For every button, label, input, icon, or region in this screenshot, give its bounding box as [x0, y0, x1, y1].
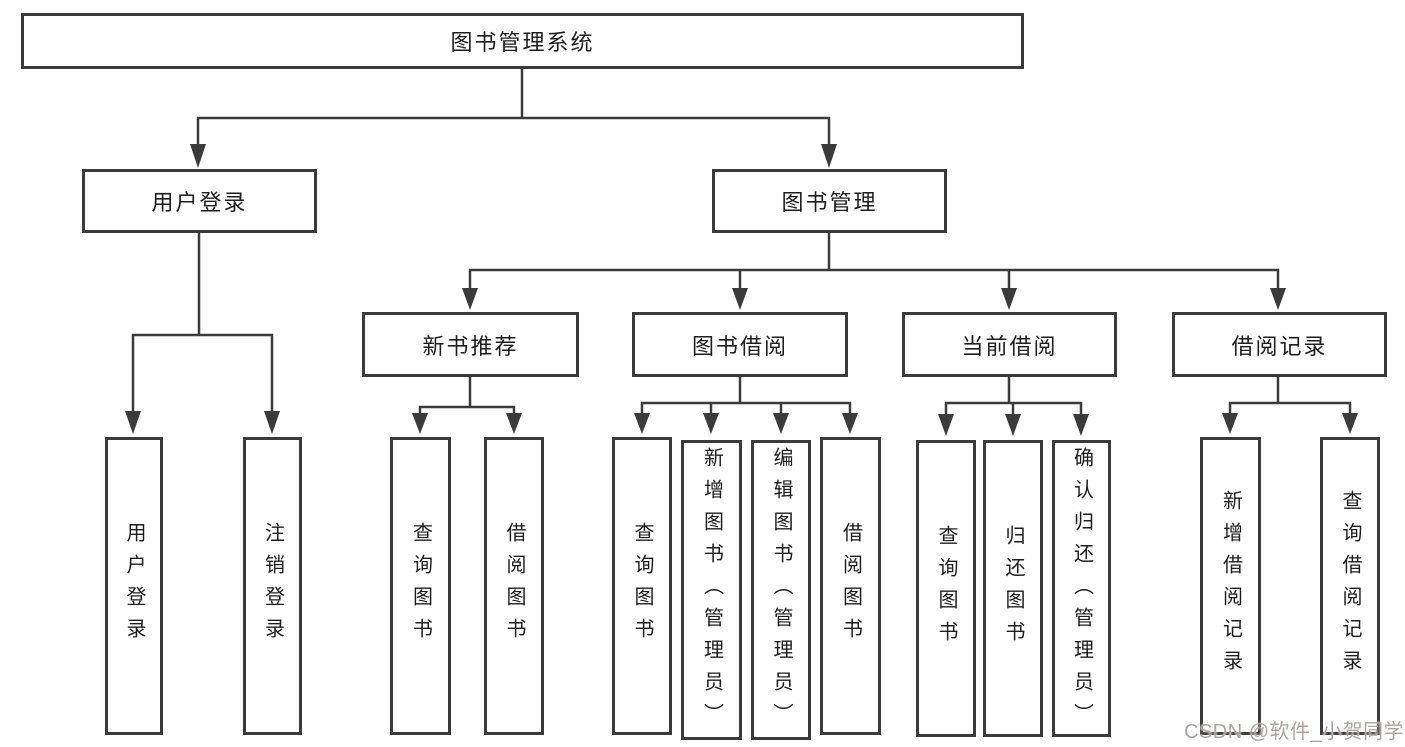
- leaf-query-books-current: 查询图书: [916, 440, 976, 737]
- node-book-borrowing: 图书借阅: [632, 312, 848, 377]
- leaf-query-borrow-record: 查询借阅记录: [1320, 437, 1380, 735]
- node-current-borrowing: 当前借阅: [902, 312, 1117, 377]
- leaf-add-book-admin: 新增图书（管理员）: [681, 440, 742, 740]
- leaf-user-login: 用户登录: [105, 437, 163, 735]
- node-new-book-recommendation: 新书推荐: [362, 312, 579, 377]
- leaf-return-books: 归还图书: [983, 440, 1043, 737]
- node-book-management: 图书管理: [712, 169, 947, 233]
- leaf-logout: 注销登录: [243, 437, 302, 735]
- node-user-login: 用户登录: [82, 169, 317, 233]
- node-library-management-system: 图书管理系统: [21, 13, 1024, 69]
- csdn-watermark: CSDN @软件_小贺同学: [1184, 721, 1405, 743]
- leaf-add-borrow-record: 新增借阅记录: [1200, 437, 1261, 735]
- leaf-query-books-borrowing: 查询图书: [612, 437, 672, 735]
- arrowhead-icons: [125, 144, 1358, 436]
- leaf-confirm-return-admin: 确认归还（管理员）: [1052, 440, 1111, 737]
- leaf-edit-book-admin: 编辑图书（管理员）: [751, 440, 811, 740]
- leaf-query-books-recommend: 查询图书: [390, 437, 451, 735]
- leaf-borrow-books-recommend: 借阅图书: [484, 437, 544, 735]
- leaf-borrow-books-borrowing: 借阅图书: [820, 437, 881, 735]
- node-borrowing-records: 借阅记录: [1172, 312, 1387, 377]
